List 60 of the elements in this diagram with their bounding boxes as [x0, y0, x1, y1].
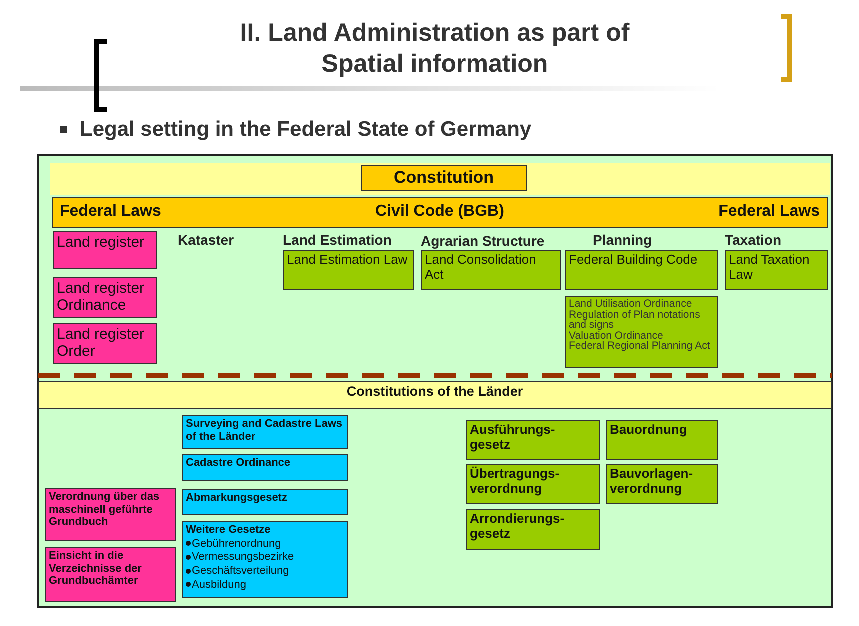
law-box: [606, 420, 718, 460]
box-text: Land register Order: [57, 326, 146, 360]
law-box: [361, 165, 527, 191]
box-text: Land register: [57, 234, 146, 252]
box-text: Constitutions of the Länder: [346, 384, 524, 400]
box-text: Vermessungsbezirke: [192, 551, 294, 564]
box-text: Federal Regional Planning Act: [569, 341, 712, 352]
law-box: [466, 464, 600, 504]
column-heading: Land Estimation: [283, 232, 392, 248]
header-band: [52, 197, 828, 228]
box-text: Übertragungs- verordnung: [470, 467, 561, 497]
box-text: Civil Code (BGB): [376, 203, 504, 222]
box-text: Verordnung über das maschinell geführte Grundbuch: [49, 491, 161, 529]
box-text: Ausführungs- gesetz: [470, 423, 556, 453]
column-heading: Kataster: [178, 232, 234, 248]
box-text: Cadastre Ordinance: [186, 457, 292, 470]
box-text: Bauvorlagen- verordnung: [610, 467, 694, 497]
law-box: [45, 488, 176, 541]
box-text: Weitere Gesetze: [186, 524, 272, 537]
box-text: Land Utilisation Ordinance: [569, 299, 694, 310]
column-heading: Agrarian Structure: [421, 233, 545, 249]
law-box: [725, 250, 828, 290]
box-text: Einsicht in die Verzeichnisse der Grundbuchämter: [49, 550, 143, 588]
law-box: [182, 521, 348, 598]
law-box: [565, 296, 718, 368]
law-box: [606, 464, 718, 504]
box-text: Land Estimation Law: [287, 253, 409, 268]
subtitle-text: Legal setting in the Federal State of Germany: [80, 118, 532, 142]
column-heading: Planning: [593, 232, 652, 248]
slide-title: II. Land Administration as part of Spatial information: [239, 18, 631, 80]
law-box: [421, 250, 561, 290]
box-text: Land Taxation Law: [729, 253, 811, 283]
header-band: [38, 381, 832, 409]
box-text: Valuation Ordinance: [569, 330, 664, 341]
law-box: [182, 454, 348, 481]
box-text: Abmarkungsgesetz: [186, 492, 288, 505]
law-box: [466, 420, 600, 460]
law-box: [466, 509, 600, 550]
box-text: Constitution: [392, 168, 496, 188]
box-text: Federal Laws: [718, 203, 820, 222]
law-box: [182, 489, 348, 515]
box-text: Regulation of Plan notations and signs: [569, 310, 702, 330]
box-text: Bauordnung: [610, 423, 688, 438]
box-text: Geschäftsverteilung: [192, 564, 290, 578]
box-text: Federal Laws: [60, 203, 162, 222]
law-box: [53, 277, 157, 318]
box-text: Land Consolidation Act: [425, 253, 538, 283]
law-box: [283, 250, 414, 290]
law-box: [565, 250, 718, 290]
box-text: Ausbildung: [192, 578, 246, 592]
column-heading: Taxation: [725, 232, 782, 248]
law-box: [182, 415, 348, 449]
box-text: Surveying and Cadastre Laws of the Länder: [186, 418, 344, 444]
box-text: Land register Ordinance: [57, 280, 146, 314]
box-text: Arrondierungs- gesetz: [470, 512, 566, 542]
box-text: Gebührenordnung: [192, 538, 282, 550]
box-text: Federal Building Code: [569, 253, 699, 268]
law-box: [53, 231, 157, 269]
law-box: [45, 547, 176, 602]
law-box: [53, 323, 157, 364]
